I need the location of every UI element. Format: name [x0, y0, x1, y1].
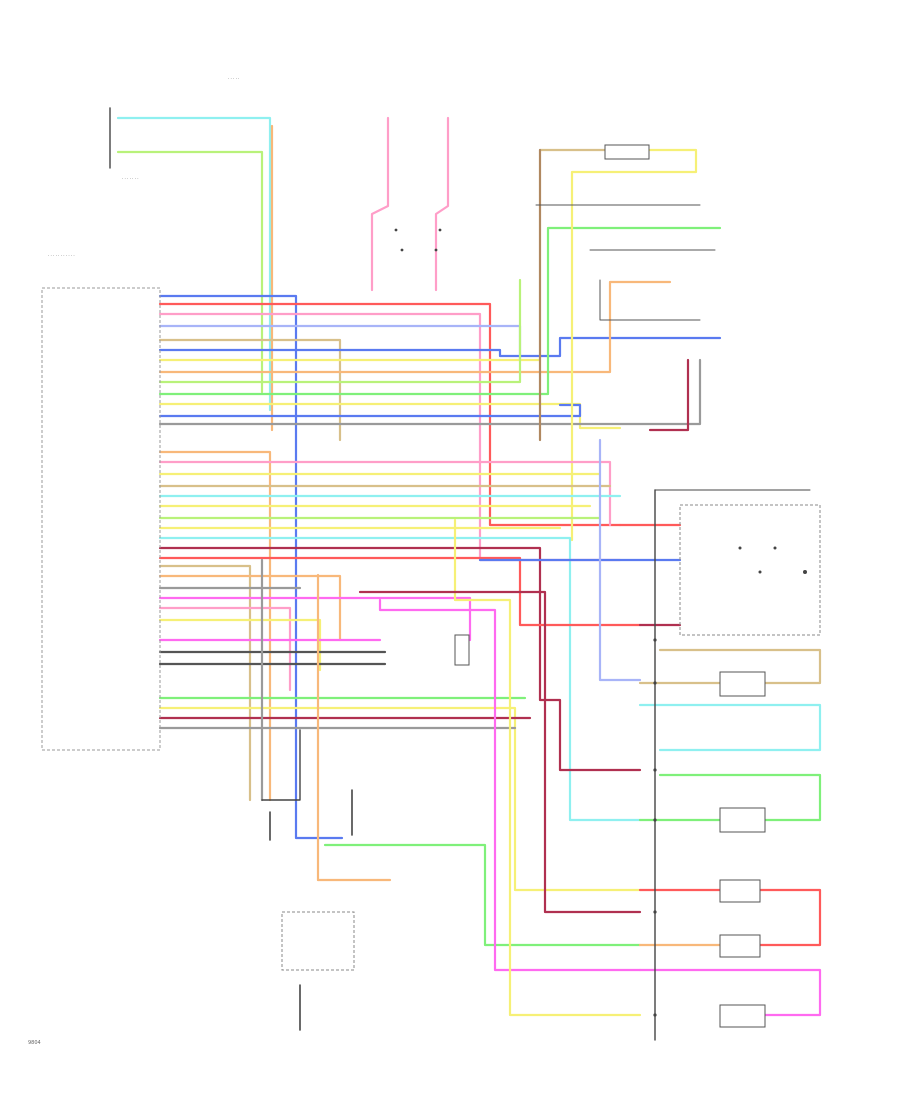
footer-code: 9804: [28, 1040, 41, 1046]
line-black-pcm: [261, 729, 301, 801]
terminal-dot: [394, 228, 398, 232]
wire-fuse-red-2: [434, 116, 450, 292]
wire-pcm2-orange2: [158, 574, 342, 642]
terminal-dot: [434, 248, 438, 252]
comp-box-1: [719, 671, 766, 697]
terminal-dot: [758, 570, 762, 574]
wire-pcm2-red: [158, 460, 612, 527]
wire-fuse-red: [370, 116, 390, 292]
comp-box-5: [719, 1004, 766, 1028]
wire-pcm1-gray: [158, 358, 702, 426]
wire-pcm2-cyan2: [158, 536, 642, 822]
wire-pcm1-lgreen: [158, 278, 522, 384]
wire-pcm1-tan: [158, 338, 342, 442]
terminal-dot: [653, 638, 657, 642]
wire-pcm2-darkred: [158, 546, 642, 772]
lbl-pcm-title: · · · · · · · · · · ·: [48, 253, 75, 258]
wire-pcm1-blue3: [158, 403, 582, 418]
wire-magenta-lower: [378, 598, 642, 972]
wire-pcm2-pink: [158, 606, 292, 692]
terminal-dot: [803, 570, 807, 574]
loop-red: [638, 888, 822, 947]
trans-connector-box: [679, 504, 821, 636]
comp-box-3: [719, 879, 761, 903]
pcm-box: [41, 287, 161, 751]
wire-vss-cyan: [116, 116, 272, 412]
sensor-box: [281, 911, 355, 971]
terminal-dot: [653, 768, 657, 772]
wire-tan-right: [570, 148, 698, 542]
switch-u: [454, 634, 470, 666]
wire-pcm2-tan2: [158, 564, 252, 802]
wire-pcm3-yellow: [158, 706, 642, 892]
terminal-dot: [653, 681, 657, 685]
terminal-dot: [773, 546, 777, 550]
lbl-top-fuse: · · · · ·: [228, 76, 239, 81]
wire-pcm1-blue2: [158, 336, 722, 358]
loop-magenta: [638, 968, 822, 1017]
terminal-dot: [400, 248, 404, 252]
terminal-dot: [653, 1013, 657, 1017]
terminal-dot: [653, 910, 657, 914]
wire-lblue-vert: [598, 438, 642, 682]
wire-yellow-lower: [453, 518, 642, 1017]
wire-pcm2-yellow4: [158, 618, 322, 672]
loop-green: [638, 773, 822, 822]
loop-cyan: [638, 703, 822, 752]
wire-pcm1-green: [158, 226, 722, 396]
wire-darkred-lower: [358, 590, 642, 914]
wire-pcm1-orange: [158, 280, 672, 374]
wire-pcm1-red: [158, 302, 622, 527]
terminal-dot: [653, 818, 657, 822]
wire-pcm2-magenta: [158, 596, 472, 642]
comp-box-4: [719, 934, 761, 958]
terminal-dot: [738, 546, 742, 550]
comp-box-2: [719, 807, 766, 833]
wire-pcm2-orange: [158, 450, 272, 802]
terminal-dot: [438, 228, 442, 232]
wire-vss-green: [116, 150, 264, 394]
line-black-3: [599, 279, 701, 321]
loop-tan: [638, 648, 822, 685]
wire-darkred-vertical: [648, 358, 690, 432]
lbl-vss: · · · · · · ·: [122, 176, 139, 181]
wire-green-lower: [323, 843, 642, 947]
relay-box: [604, 144, 650, 160]
